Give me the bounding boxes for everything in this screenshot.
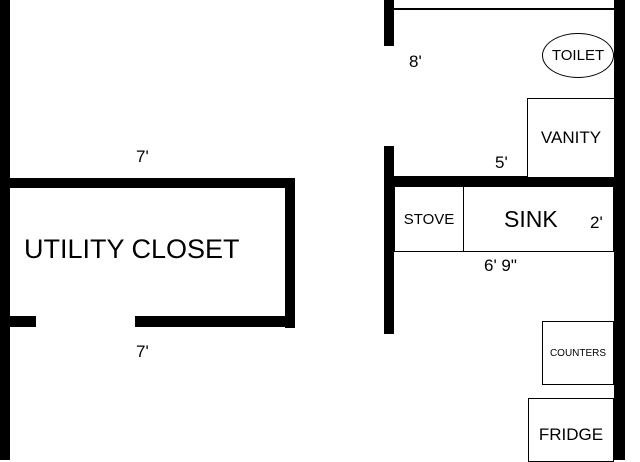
vanity-label: VANITY: [540, 128, 602, 147]
utility-closet-label: UTILITY CLOSET: [24, 234, 240, 264]
right-outer-wall: [614, 0, 625, 460]
bathroom-bottom-wall: [384, 176, 624, 186]
utility-closet-width-dim-bottom: 7': [136, 342, 149, 361]
utility-closet-top-wall: [0, 178, 295, 188]
toilet: TOILET: [542, 33, 614, 78]
bathroom-left-wall: [384, 0, 394, 46]
toilet-label: TOILET: [551, 47, 605, 64]
fridge-label: FRIDGE: [538, 425, 604, 444]
counter-length-dim: 6' 9": [484, 256, 517, 275]
fridge: FRIDGE: [528, 398, 614, 462]
bathroom-depth-dim: 8': [409, 52, 422, 71]
left-outer-wall: [0, 0, 10, 460]
kitchen-left-wall: [384, 146, 394, 334]
counters: COUNTERS: [542, 321, 614, 385]
utility-closet-bottom-wall-right: [135, 316, 295, 327]
sink-counter: SINK: [463, 186, 614, 252]
utility-closet-width-dim-top: 7': [136, 147, 149, 166]
stove-label: STOVE: [403, 210, 455, 228]
vanity: VANITY: [527, 98, 615, 178]
bathroom-top-line: [394, 8, 614, 10]
stove: STOVE: [394, 186, 464, 252]
sink-label: SINK: [504, 205, 558, 232]
utility-closet-bottom-wall-left: [0, 316, 36, 327]
bathroom-width-dim: 5': [495, 153, 508, 172]
utility-closet-right-wall: [285, 178, 295, 328]
counter-depth-dim: 2': [590, 213, 603, 233]
counters-label: COUNTERS: [549, 347, 607, 359]
